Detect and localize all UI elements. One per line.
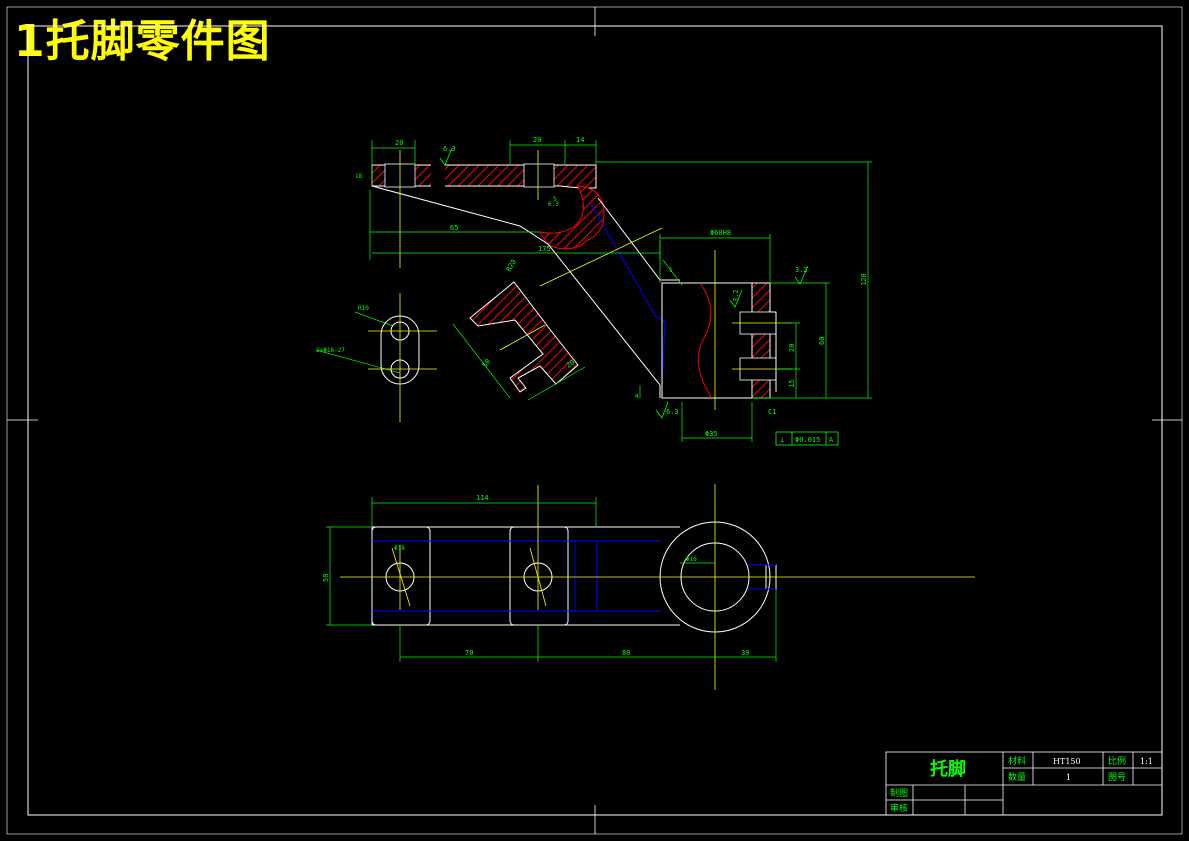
dim-80: 80 [622, 649, 630, 657]
dim-20c: 20 [788, 344, 796, 352]
dim-15: 15 [788, 380, 796, 388]
dim-r10: R10 [358, 305, 369, 312]
part-name: 托脚 [930, 758, 966, 780]
dim-14: 14 [576, 136, 584, 144]
material-value: HT150 [1053, 757, 1081, 766]
sheet-frame [6, 6, 1183, 835]
dim-phi60: Φ60H8 [710, 229, 731, 237]
dim-65: 65 [450, 224, 458, 232]
dim-1: 1 [669, 267, 673, 274]
top-view: 114 50 70 80 30 Φ16 Φ18 6.3 [322, 201, 975, 690]
rough-4: 3.2 [795, 266, 808, 274]
front-view: ⊥ Φ0.015 A 20 20 14 18 65 175 120 Φ60H8 … [315, 136, 872, 446]
dim-4: 4 [635, 393, 639, 400]
dim-20d: 20 [565, 359, 576, 370]
dim-phi35: Φ35 [705, 430, 718, 438]
dim-30: 30 [741, 649, 749, 657]
dim-50v: 50 [322, 574, 330, 582]
dim-60: 60 [818, 337, 826, 345]
dim-120: 120 [860, 273, 868, 286]
rough-5: 3.2 [732, 289, 740, 302]
rough-1: 6.3 [443, 145, 456, 153]
drawing-number-label: 图号 [1108, 772, 1126, 783]
dim-r20: R20 [505, 258, 518, 273]
drawn-by-label: 制图 [890, 787, 908, 799]
dim-phi16: Φ16 [686, 556, 697, 563]
slot-detail-view [368, 293, 437, 422]
scale-label: 比例 [1108, 755, 1126, 767]
dim-18: 18 [355, 173, 363, 180]
drawing-title: 1托脚零件图 [14, 16, 271, 67]
tol-symbol: ⊥ [780, 436, 784, 444]
quantity-label: 数量 [1008, 771, 1026, 783]
dim-5: 5 [553, 196, 557, 203]
rough-2: 6.3 [666, 408, 679, 416]
dim-175: 175 [538, 245, 551, 253]
scale-value: 1:1 [1140, 757, 1153, 766]
dim-70: 70 [465, 649, 473, 657]
checked-by-label: 审核 [890, 802, 908, 814]
tol-value: Φ0.015 [795, 436, 820, 444]
slanted-section [469, 281, 579, 393]
quantity-value: 1 [1066, 773, 1071, 782]
boss-section [751, 282, 771, 399]
dim-114: 114 [476, 494, 489, 502]
tol-datum: A [829, 436, 834, 444]
rough-3: 6.3 [548, 201, 559, 208]
title-block [885, 751, 1163, 816]
dim-20b: 20 [533, 136, 541, 144]
dim-20: 20 [395, 139, 403, 147]
dim-50a: 50 [481, 358, 492, 370]
material-label: 材料 [1008, 755, 1026, 767]
dim-2-phi16: 2×Φ16-27 [316, 347, 345, 354]
dim-c1: C1 [768, 408, 776, 416]
dim-phi18: Φ18 [394, 545, 405, 552]
